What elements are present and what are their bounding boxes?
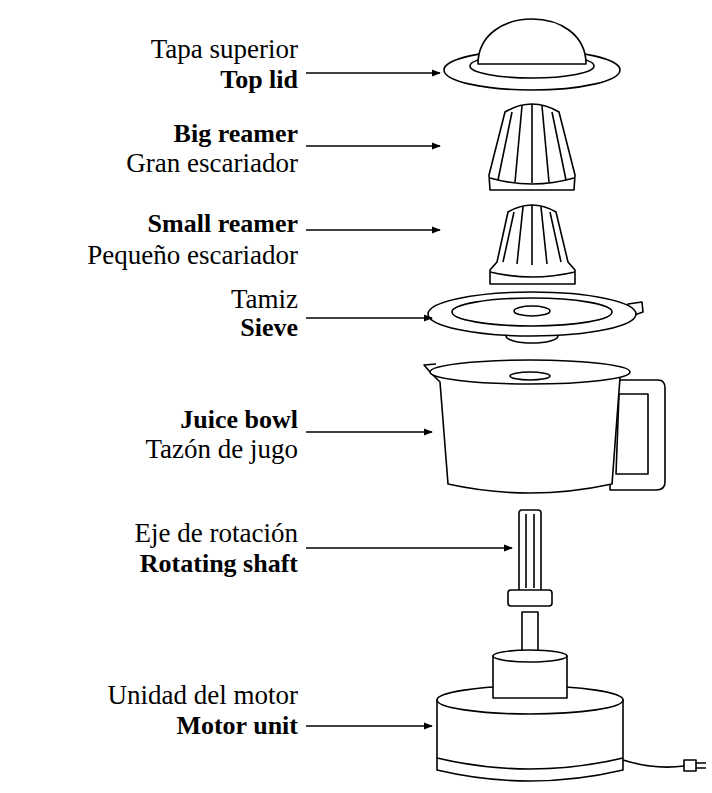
motor-unit-drawing — [437, 650, 706, 781]
leader-lines — [306, 73, 512, 726]
part-label: Top lid — [220, 66, 298, 95]
rotating-shaft-drawing — [508, 510, 552, 658]
part-label: Juice bowl — [180, 406, 298, 435]
juice-bowl-drawing — [424, 360, 665, 493]
part-label: Sieve — [240, 314, 298, 343]
part-label: Tazón de jugo — [145, 435, 298, 465]
part-label: Pequeño escariador — [87, 241, 298, 271]
part-label: Small reamer — [148, 210, 298, 239]
part-label: Eje de rotación — [135, 519, 298, 549]
big-reamer-drawing — [489, 104, 575, 190]
part-label: Rotating shaft — [140, 550, 298, 579]
sieve-drawing — [428, 292, 643, 343]
part-label: Tamiz — [231, 285, 298, 315]
part-label: Unidad del motor — [108, 681, 298, 711]
part-label: Motor unit — [176, 712, 298, 741]
top-lid-drawing — [444, 19, 620, 90]
part-label: Gran escariador — [126, 149, 298, 179]
part-label: Big reamer — [174, 120, 298, 149]
small-reamer-drawing — [490, 205, 575, 284]
part-label: Tapa superior — [151, 35, 298, 65]
